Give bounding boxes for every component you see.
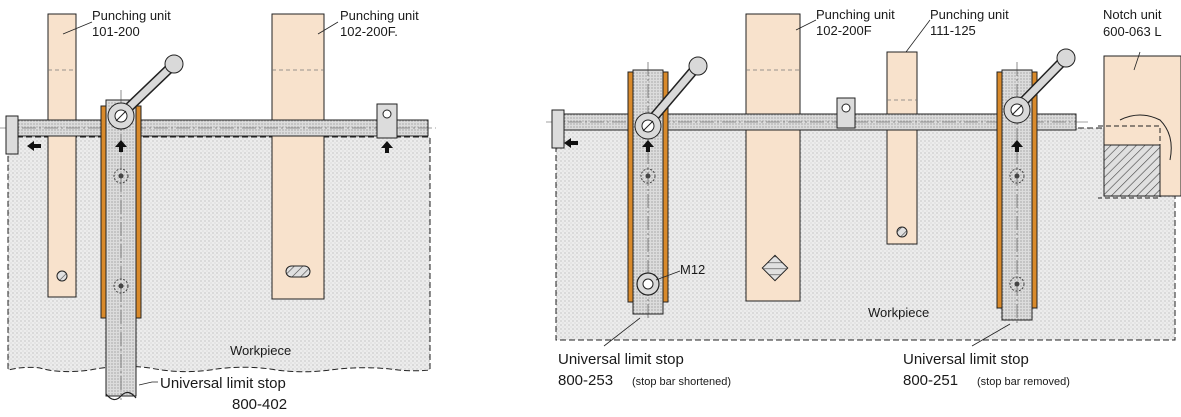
left-punch-a-name: Punching unit [92,8,171,23]
left-stop-code: 800-402 [232,396,287,413]
left-diagram: Punching unit 101-200 Punching unit 102-… [0,8,436,413]
left-punch-b-code: 102-200F. [340,24,398,39]
left-punch-a-round-hole [56,270,68,282]
left-end-stop-block [5,115,19,155]
right-notch-name: Notch unit [1103,7,1162,22]
right-punch-unit-b [886,51,918,245]
left-punch-b-name: Punching unit [340,8,419,23]
right-stop1-code: 800-253 [558,372,613,389]
right-stop2-note: (stop bar removed) [977,376,1070,388]
right-punch-b-name: Punching unit [930,7,1009,22]
handle-icon [117,54,184,119]
right-stop2-code: 800-251 [903,372,958,389]
left-workpiece-label: Workpiece [230,343,291,358]
right-notch-code: 600-063 L [1103,24,1162,39]
right-end-stop-block [551,109,565,149]
right-stop1-note: (stop bar shortened) [632,376,731,388]
right-workpiece-label: Workpiece [868,305,929,320]
right-stop1-name: Universal limit stop [558,351,684,368]
right-notch-cut [1103,144,1161,197]
right-stop-block-mid [836,97,856,129]
right-thread-label: M12 [680,262,705,277]
left-punch-a-code: 101-200 [92,24,140,39]
right-punch-unit-a [745,13,801,302]
left-stop-block-right [376,103,398,139]
left-punch-b-slot-hole [285,265,311,278]
right-stop2-name: Universal limit stop [903,351,1029,368]
right-diagram: Punching unit 102-200F Punching unit 111… [546,7,1181,389]
right-punch-b-code: 111-125 [930,23,976,38]
right-punch-a-code: 102-200F [816,23,872,38]
left-stop-name: Universal limit stop [160,375,286,392]
left-bar-broken-end [105,391,137,401]
right-punch-a-square-hole [761,254,789,282]
left-punch-unit-a [47,13,77,298]
left-punch-unit-b [271,13,325,300]
right-punch-a-name: Punching unit [816,7,895,22]
right-punch-b-round-hole [896,226,908,238]
